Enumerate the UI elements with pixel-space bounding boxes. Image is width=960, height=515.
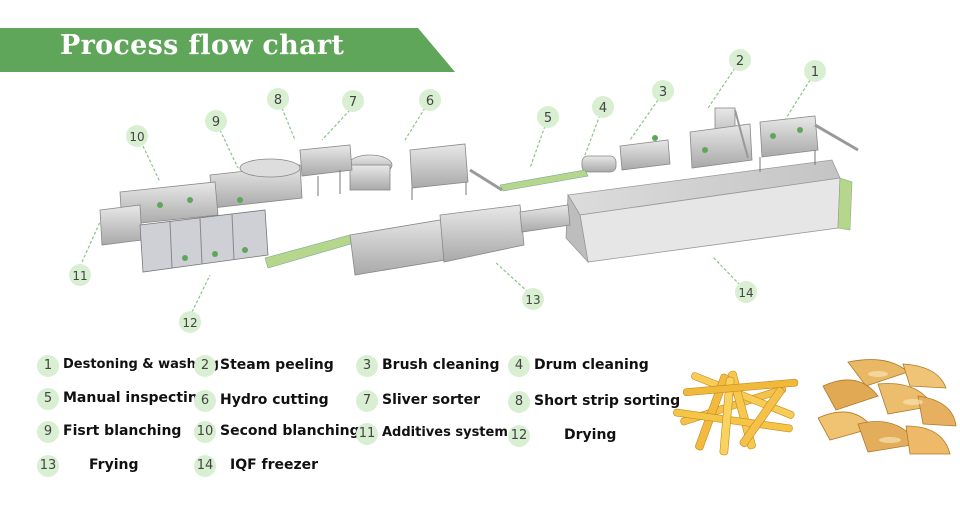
callout-4: 4 [592, 96, 614, 118]
legend-label: Frying [89, 457, 139, 473]
legend-number: 5 [37, 388, 59, 410]
callout-2: 2 [729, 49, 751, 71]
legend-number: 9 [37, 421, 59, 443]
hydro-cutting [409, 143, 469, 200]
legend-number: 7 [356, 390, 378, 412]
svg-text:1: 1 [811, 65, 819, 80]
callout-1: 1 [804, 60, 826, 82]
washing-section [759, 115, 859, 172]
additives-system [99, 204, 143, 246]
callout-12: 12 [179, 311, 201, 333]
legend-number: 12 [508, 425, 530, 447]
callout-6: 6 [419, 89, 441, 111]
callout-7: 7 [342, 90, 364, 112]
production-line-illustration: 1 2 3 4 5 6 7 8 9 10 11 12 13 14 [69, 49, 859, 333]
svg-text:8: 8 [274, 93, 282, 108]
sliver-sorter [347, 154, 393, 191]
svg-text:3: 3 [659, 85, 667, 100]
dryer [139, 209, 269, 273]
legend-number: 13 [37, 455, 59, 477]
legend-label: Steam peeling [220, 357, 334, 373]
legend-label: Drying [564, 427, 617, 443]
legend-label: Brush cleaning [382, 357, 500, 373]
legend-number: 3 [356, 355, 378, 377]
legend-number: 8 [508, 391, 530, 413]
steam-peeler [689, 107, 753, 169]
first-blancher [209, 158, 303, 209]
legend-number: 2 [194, 355, 216, 377]
legend-label: Destoning & washing [63, 357, 219, 372]
iqf-freezer [565, 159, 853, 264]
svg-text:12: 12 [182, 316, 197, 330]
inspection-conveyor [469, 168, 589, 192]
legend-label: Sliver sorter [382, 392, 481, 408]
callout-3: 3 [652, 80, 674, 102]
short-strip-sorter [299, 144, 353, 196]
svg-text:6: 6 [426, 94, 434, 109]
svg-text:7: 7 [349, 95, 357, 110]
svg-text:2: 2 [736, 54, 744, 69]
fryer [349, 204, 571, 276]
callout-11: 11 [69, 264, 91, 286]
callout-14: 14 [735, 281, 757, 303]
svg-text:5: 5 [544, 111, 552, 126]
svg-text:10: 10 [129, 130, 144, 144]
svg-text:9: 9 [212, 115, 220, 130]
page-title: Process flow chart [60, 30, 345, 61]
lower-conveyor [264, 234, 355, 269]
legend-label: Drum cleaning [534, 357, 649, 373]
svg-text:13: 13 [525, 293, 540, 307]
legend-number: 4 [508, 355, 530, 377]
potato-wedges-image [818, 359, 957, 455]
svg-text:11: 11 [72, 269, 87, 283]
svg-text:4: 4 [599, 101, 607, 116]
title-banner [0, 28, 455, 72]
legend-label: Second blanching [220, 423, 360, 439]
legend-number: 11 [356, 423, 378, 445]
legend-number: 14 [194, 455, 216, 477]
second-blancher [119, 181, 219, 226]
legend-number: 1 [37, 355, 59, 377]
callout-9: 9 [205, 110, 227, 132]
brush-cleaner [619, 135, 671, 171]
callout-8: 8 [267, 88, 289, 110]
callout-5: 5 [537, 106, 559, 128]
legend-label: IQF freezer [230, 457, 319, 473]
legend-label: Fisrt blanching [63, 423, 182, 439]
legend-number: 10 [194, 421, 216, 443]
legend-label: Hydro cutting [220, 392, 329, 408]
callout-10: 10 [126, 125, 148, 147]
legend-label: Manual inspecting [63, 390, 208, 406]
svg-text:14: 14 [738, 286, 753, 300]
french-fries-image [673, 370, 799, 456]
legend-label: Short strip sorting [534, 393, 681, 409]
drum-cleaner [581, 155, 617, 173]
legend-label: Additives system [382, 425, 508, 440]
callout-13: 13 [522, 288, 544, 310]
legend-number: 6 [194, 390, 216, 412]
